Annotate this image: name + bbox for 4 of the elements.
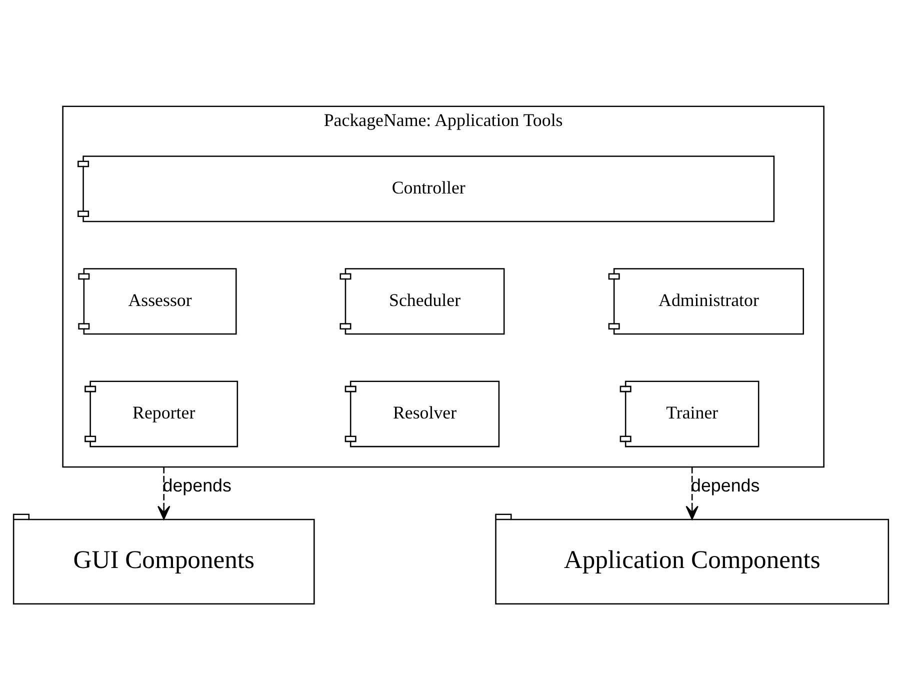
edge-label: depends xyxy=(691,476,760,496)
edge-label: depends xyxy=(162,476,232,496)
arrow xyxy=(157,467,170,520)
arrow xyxy=(686,467,698,520)
